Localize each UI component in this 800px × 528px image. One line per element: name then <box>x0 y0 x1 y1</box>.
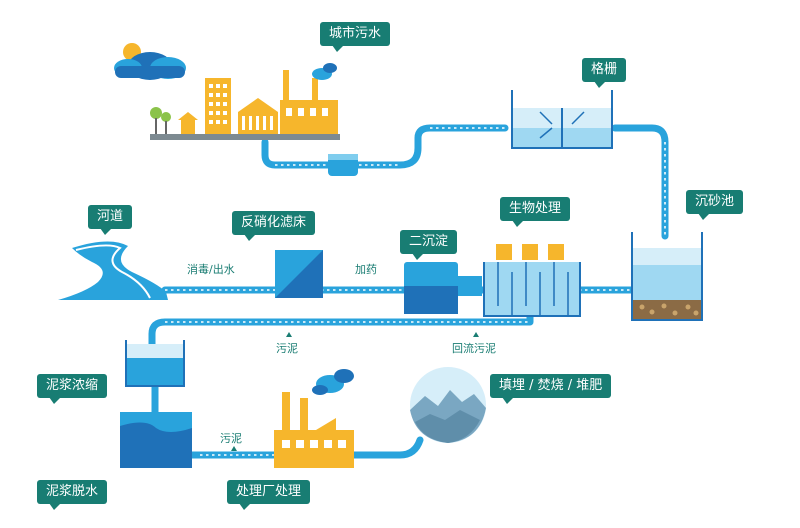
flow-label-sludge-bottom: 污泥 <box>220 432 242 445</box>
return-sludge-arrow-icon <box>473 332 479 337</box>
sludge-bottom-arrow-icon <box>231 446 237 451</box>
label-grit-chamber: 沉砂池 <box>686 190 744 220</box>
label-sludge-thickening: 泥浆浓缩 <box>37 374 108 404</box>
biological-treatment-tank <box>483 244 581 317</box>
denitrification-filter <box>275 250 323 298</box>
flow-label-sludge-top: 污泥 <box>276 342 298 355</box>
flow-label-return-sludge: 回流污泥 <box>452 342 496 355</box>
landfill-globe <box>410 367 486 443</box>
pipe-plant-to-landfill <box>348 436 424 459</box>
treatment-plant-factory <box>274 369 354 468</box>
pipe-fitting <box>328 154 358 176</box>
grating-tank <box>511 90 613 149</box>
sludge-dewatering-tank <box>120 412 192 468</box>
label-denitrification-filter: 反硝化滤床 <box>232 211 316 241</box>
label-biological-treatment: 生物处理 <box>500 197 571 227</box>
grit-chamber-tank <box>631 232 703 321</box>
river-icon <box>58 241 168 300</box>
sludge-thickening-beaker <box>125 340 185 387</box>
cloud-sun-icon <box>114 43 186 80</box>
label-landfill-incineration-compost: 填埋 / 焚烧 / 堆肥 <box>490 374 612 404</box>
label-treatment-plant: 处理厂处理 <box>227 480 311 510</box>
label-city-sewage: 城市污水 <box>320 22 391 52</box>
secondary-clarifier-tank <box>404 262 482 314</box>
label-secondary-clarifier: 二沉淀 <box>400 230 458 260</box>
label-grating: 格栅 <box>582 58 627 88</box>
city-skyline <box>150 63 340 140</box>
pipe-grating-to-grit <box>611 124 669 240</box>
sludge-flow-arrow-icon <box>286 332 292 337</box>
flow-label-dosing: 加药 <box>355 263 377 276</box>
label-river: 河道 <box>88 205 133 235</box>
pipe-sludge-return <box>148 296 534 349</box>
label-sludge-dewatering: 泥浆脱水 <box>37 480 108 510</box>
flow-label-disinfect-discharge: 消毒/出水 <box>187 263 235 276</box>
pipe-city-to-grating <box>261 124 509 169</box>
